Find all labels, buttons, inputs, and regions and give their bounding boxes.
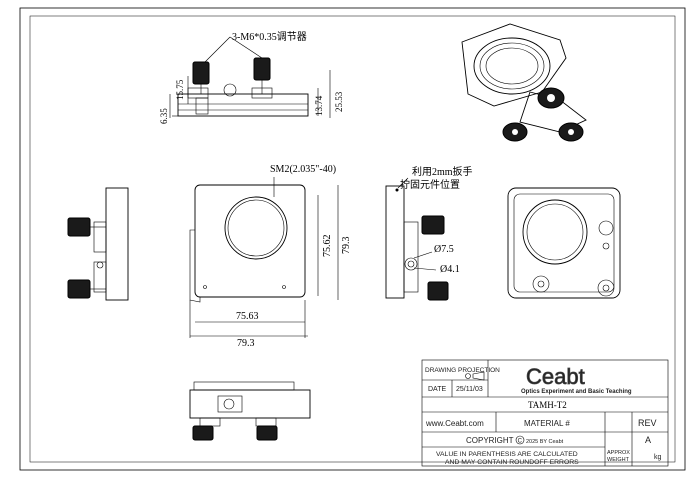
adjuster-knob-top-right (253, 57, 271, 81)
right-knob-lower (427, 281, 449, 301)
dim-front-75-63: 75.63 (236, 311, 259, 322)
tool-callout-line2: 拧固元件位置 (400, 178, 460, 191)
copyright-sub: 2025 BY Ceabt (526, 439, 564, 445)
side-knob-lower (67, 279, 91, 299)
title-block (421, 359, 669, 467)
projection-symbol (465, 371, 485, 381)
dim-top-25-53: 25.53 (334, 91, 344, 112)
dim-front-75-62: 75.62 (322, 235, 333, 258)
top-view (169, 36, 331, 118)
dim-side-d7-5: Ø7.5 (434, 244, 454, 255)
svg-text:Ceabt: Ceabt (526, 364, 585, 389)
dim-top-6-35: 6.35 (159, 108, 169, 124)
sheet-inner-border (29, 15, 676, 463)
right-knob-upper (421, 215, 445, 235)
note-line-1: VALUE IN PARENTHESIS ARE CALCULATED (436, 451, 578, 458)
dim-top-15-75: 15.75 (175, 79, 185, 100)
svg-text:Optics Experiment and Basic Te: Optics Experiment and Basic Teaching (521, 389, 632, 395)
drawing-projection-label: DRAWING PROJECTION (425, 367, 500, 374)
adjuster-callout: 3-M6*0.35调节器 (232, 31, 307, 43)
bottom-knob-left (192, 425, 214, 441)
rev-value: A (645, 435, 651, 445)
part-number: TAMH-T2 (528, 400, 567, 410)
dim-front-79-3-v: 79.3 (341, 237, 352, 255)
thread-callout: SM2(2.035"-40) (270, 164, 336, 175)
svg-text:C: C (518, 439, 523, 445)
approx-label: APPROX (607, 450, 630, 456)
note-line-2: AND MAY CONTAIN ROUNDOFF ERRORS (445, 459, 579, 466)
right-side-view (385, 177, 449, 301)
material-label: MATERIAL # (524, 419, 570, 428)
adjuster-knob-top-left (192, 61, 210, 85)
bottom-knob-right (256, 425, 278, 441)
bottom-view (189, 381, 311, 441)
front-view (189, 177, 339, 338)
weight-label: WEIGHT (607, 457, 630, 463)
dim-side-d4-1: Ø4.1 (440, 264, 460, 275)
dim-front-79-3-h: 79.3 (237, 338, 255, 349)
sheet-outer-border (19, 7, 686, 471)
side-knob-upper (67, 217, 91, 237)
date-label: DATE (428, 386, 446, 393)
copyright-symbol: C (515, 435, 525, 445)
website: www.Ceabt.com (425, 419, 484, 428)
dim-top-13-74: 13.74 (314, 95, 324, 116)
isometric-view (461, 23, 587, 142)
tool-callout-line1: 利用2mm扳手 (412, 165, 473, 178)
date-value: 25/11/03 (456, 386, 483, 393)
brand-logo: Ceabt Optics Experiment and Basic Teachi… (521, 364, 632, 395)
rev-label: REV (638, 418, 657, 428)
copyright-label: COPYRIGHT (466, 436, 514, 445)
left-side-view (67, 187, 129, 301)
rear-view (507, 187, 621, 299)
weight-unit: kg (654, 454, 662, 461)
